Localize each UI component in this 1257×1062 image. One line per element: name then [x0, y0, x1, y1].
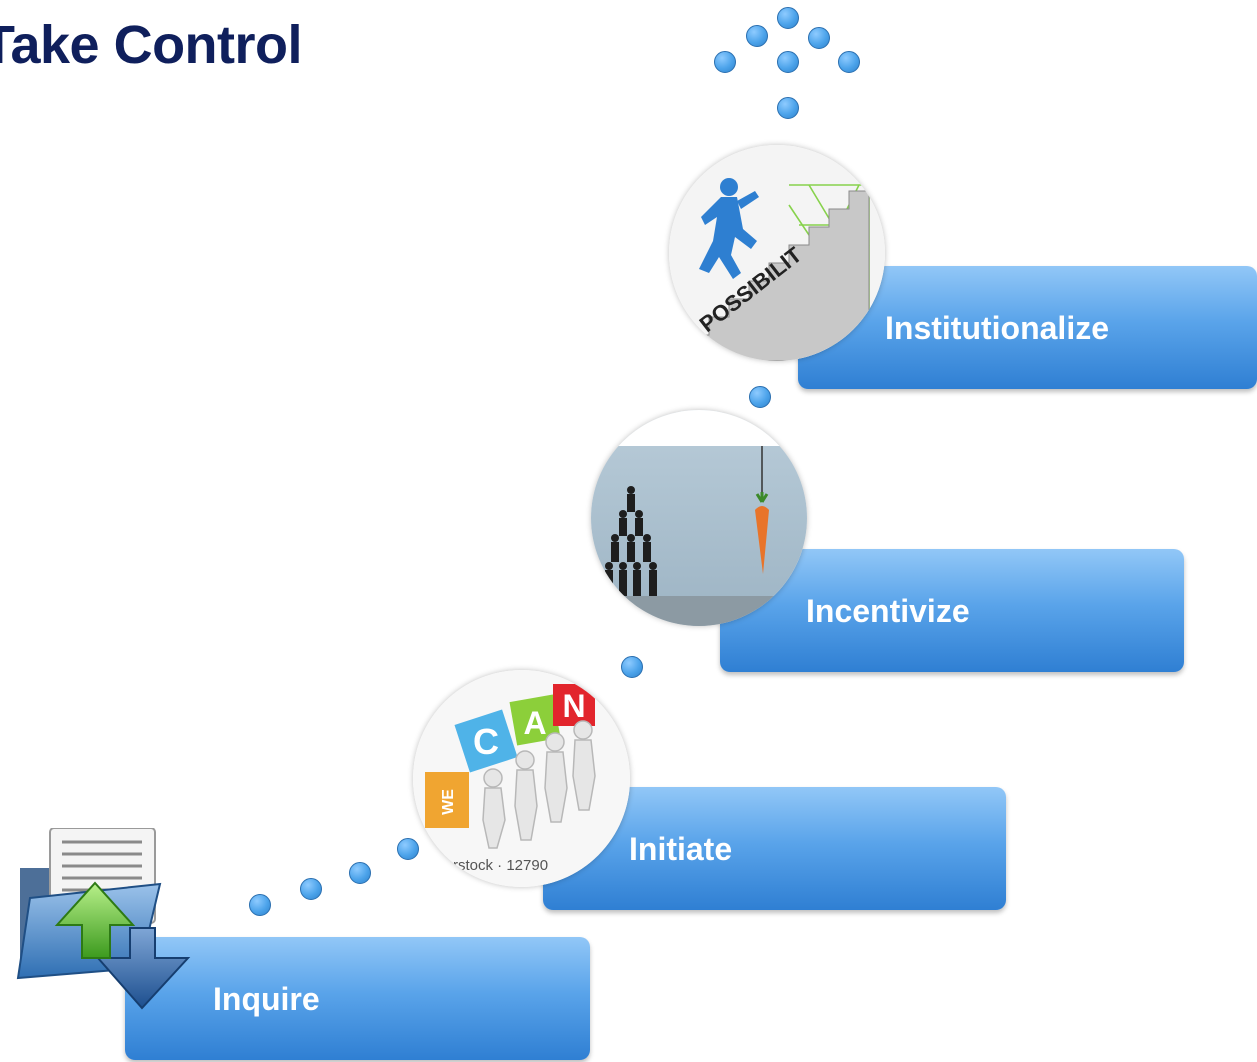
step-label: Institutionalize — [885, 310, 1109, 346]
step-inquire: Inquire — [125, 937, 590, 1060]
connector-dot — [621, 656, 643, 678]
we-can-letter: WE — [440, 789, 457, 815]
arrowhead-dot — [777, 51, 799, 73]
connector-dot — [777, 97, 799, 119]
we-can-teamwork-image: WE C A N rstock · 12790 — [413, 670, 630, 887]
arrowhead-dot — [714, 51, 736, 73]
connector-dot — [397, 838, 419, 860]
step-label: Initiate — [629, 831, 733, 867]
carrot-human-pyramid-image — [591, 410, 807, 626]
we-can-letter: A — [523, 705, 546, 741]
arrowhead-dot — [746, 25, 768, 47]
page-title: Take Control — [0, 15, 303, 75]
we-can-letter: C — [473, 721, 499, 762]
step-label: Inquire — [213, 981, 320, 1017]
step-label: Incentivize — [806, 593, 970, 629]
we-can-letter: N — [562, 688, 585, 724]
folder-upload-download-icon — [10, 828, 200, 1028]
connector-dot — [749, 386, 771, 408]
step-incentivize: Incentivize — [720, 549, 1184, 672]
arrowhead-dot — [777, 7, 799, 29]
connector-dot — [349, 862, 371, 884]
arrowhead-dot — [808, 27, 830, 49]
image-caption: rstock · 12790 — [453, 857, 548, 874]
connector-dot — [249, 894, 271, 916]
arrowhead-dot — [838, 51, 860, 73]
possibility-stairs-image: POSSIBILIT — [669, 145, 885, 361]
connector-dot — [300, 878, 322, 900]
